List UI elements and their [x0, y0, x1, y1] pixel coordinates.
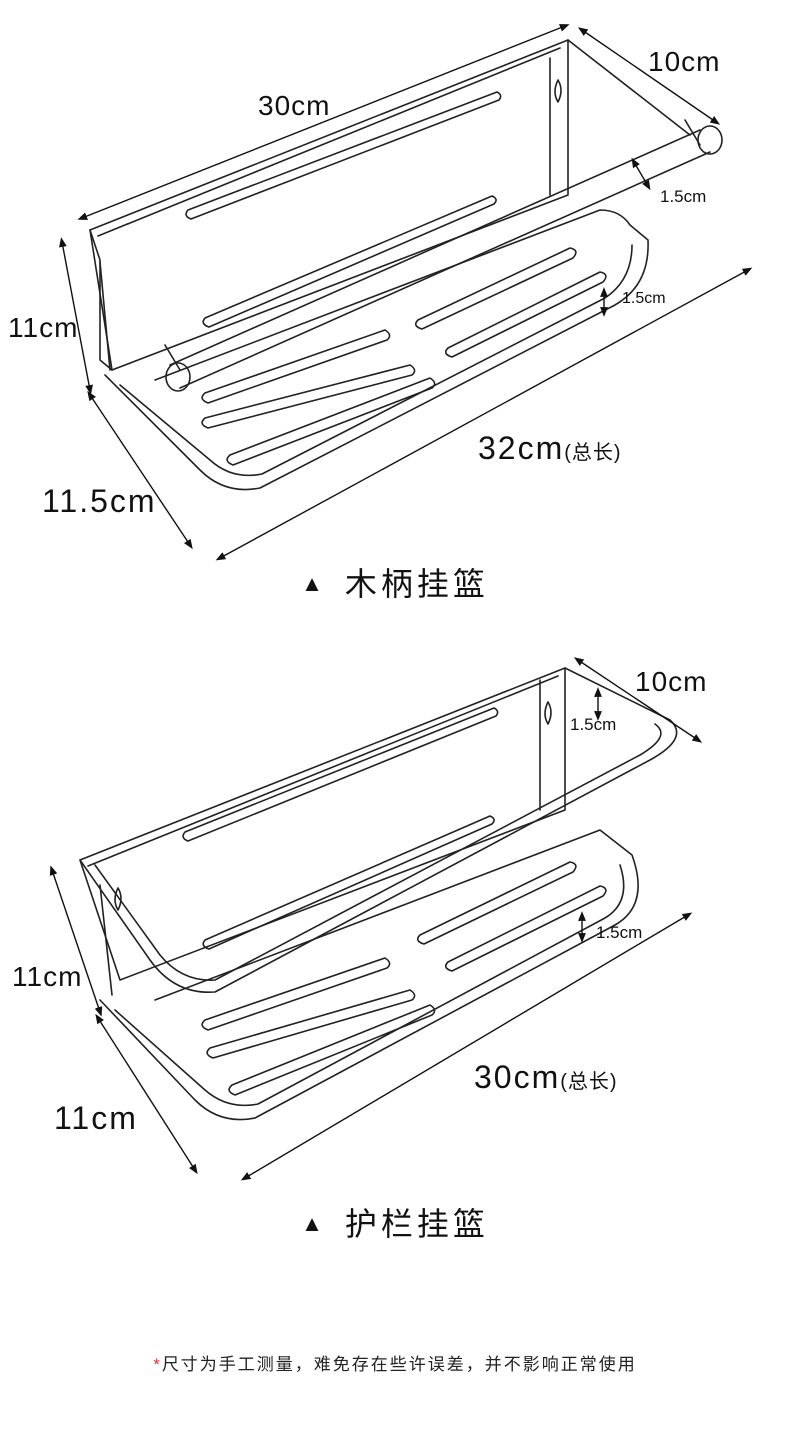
rail-height-label: 1.5cm — [570, 715, 617, 734]
dim-line-rod — [631, 157, 651, 191]
dim-line-height — [49, 865, 103, 1017]
triangle-marker-icon: ▲ — [301, 1210, 327, 1236]
dim-line-depth-bottom — [95, 1013, 198, 1175]
asterisk-icon: * — [153, 1355, 162, 1374]
tray-slot — [414, 247, 577, 330]
guardrail-basket-caption: ▲ 护栏挂篮 — [0, 1208, 790, 1240]
dim-line-width-top — [77, 24, 570, 220]
keyhole — [554, 79, 562, 103]
back-slot — [185, 91, 502, 220]
rod-diameter-label: 1.5cm — [660, 187, 707, 206]
front-lip-label: 1.5cm — [622, 290, 666, 307]
depth-bottom-label: 11.5cm — [42, 483, 157, 519]
guardrail-basket-drawing — [49, 657, 703, 1181]
triangle-marker-icon: ▲ — [301, 570, 327, 596]
wood-handle-basket-caption: ▲ 木柄挂篮 — [0, 568, 790, 600]
dim-line-depth-top — [573, 657, 703, 743]
back-slot — [182, 707, 499, 842]
dim-line-depth-top — [577, 27, 721, 125]
total-length-value: 30cm — [474, 1059, 561, 1095]
depth-bottom-label: 11cm — [54, 1100, 138, 1136]
tray-slot — [228, 1004, 436, 1096]
depth-top-label: 10cm — [648, 46, 721, 77]
total-length-note: (总长) — [560, 1071, 618, 1093]
tray-slot — [201, 957, 391, 1031]
wood-handle-basket-diagram: 30cm 10cm 1.5cm 1.5cm 11cm 11.5cm 32cm(总… — [0, 0, 790, 620]
total-length-note: (总长) — [564, 442, 622, 464]
dim-line-total-length — [215, 267, 753, 561]
height-label: 11cm — [8, 312, 79, 343]
dim-line-total-length — [240, 912, 693, 1181]
disclaimer-text: 尺寸为手工测量，难免存在些许误差，并不影响正常使用 — [161, 1355, 637, 1374]
back-slot — [202, 195, 497, 328]
wood-handle-basket-drawing — [59, 24, 753, 561]
tray-slot — [444, 271, 607, 358]
dim-line-depth-bottom — [87, 390, 193, 550]
measurement-disclaimer: *尺寸为手工测量，难免存在些许误差，并不影响正常使用 — [0, 1350, 790, 1375]
back-slot — [202, 815, 495, 950]
guardrail-basket-diagram: 10cm 1.5cm 1.5cm 11cm 11cm 30cm(总长) ▲ 护栏挂… — [0, 640, 790, 1260]
total-length-label: 32cm(总长) — [478, 432, 622, 464]
depth-top-label: 10cm — [635, 666, 708, 697]
total-length-label: 30cm(总长) — [474, 1061, 618, 1093]
caption-text: 木柄挂篮 — [344, 566, 489, 602]
height-label: 11cm — [12, 961, 83, 992]
caption-text: 护栏挂篮 — [344, 1206, 489, 1242]
tray-slot — [416, 861, 577, 945]
width-top-label: 30cm — [258, 90, 331, 121]
dim-line-height — [59, 237, 93, 395]
keyhole — [544, 701, 552, 725]
total-length-value: 32cm — [478, 430, 565, 466]
front-lip-label: 1.5cm — [596, 923, 643, 942]
wood-rod — [169, 129, 711, 389]
